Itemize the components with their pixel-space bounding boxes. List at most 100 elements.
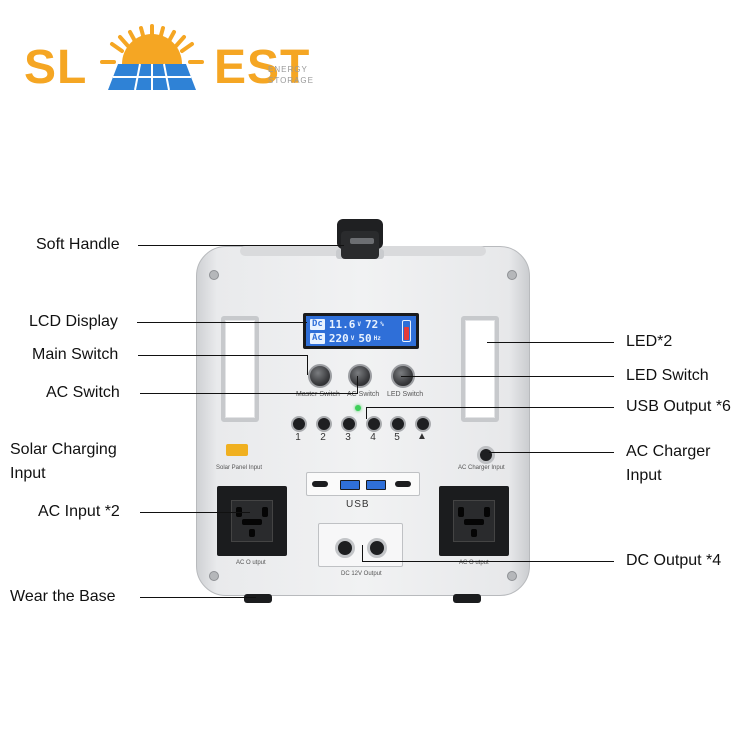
callout-solar-charging-line2: Input (10, 465, 46, 482)
callout-soft-handle: Soft Handle (36, 236, 120, 253)
leader-line (140, 597, 256, 598)
leader-line (137, 322, 307, 323)
socket-hole (249, 529, 255, 537)
leader-line (366, 407, 614, 408)
handle-grip (341, 231, 379, 259)
brand-logo: SL EST ENERGY STORAGE (20, 24, 340, 104)
solar-panel-input-label: Solar Panel Input (216, 465, 263, 471)
usb-button-5[interactable] (390, 416, 406, 432)
usb-button-2[interactable] (316, 416, 332, 432)
logo-subtitle-energy: ENERGY (268, 65, 308, 74)
screw (507, 571, 517, 581)
usb-panel-label: USB (346, 499, 370, 510)
lcd-frequency-unit: Hz (373, 335, 381, 342)
usb-indicator-led (355, 405, 361, 411)
usb-button-triangle-icon: ▲ (417, 431, 427, 442)
usb-c-port[interactable] (395, 481, 411, 487)
lcd-ac-row: Ac 220 V 50 Hz (310, 332, 385, 345)
lcd-dc-row: Dc 11.6 V 72 % (310, 318, 388, 331)
callout-ac-input: AC Input *2 (38, 503, 120, 520)
ac-charger-input-port[interactable] (477, 446, 495, 464)
socket-hole (471, 529, 477, 537)
socket-hole (484, 507, 490, 517)
battery-icon (402, 320, 411, 342)
callout-ac-charger-line1: AC Charger (626, 443, 711, 460)
leader-line (487, 342, 614, 343)
usb-button-number: 2 (320, 432, 326, 443)
usb-button-number: 1 (295, 432, 301, 443)
callout-led-switch: LED Switch (626, 367, 709, 384)
leader-line (362, 545, 363, 561)
usb-port-panel (306, 472, 420, 496)
base-foot-right (453, 594, 481, 603)
dc-output-panel (318, 523, 403, 567)
master-switch-label: Master Switch (296, 391, 340, 398)
callout-usb-output: USB Output *6 (626, 398, 731, 415)
leader-line (357, 376, 358, 393)
socket-hole (262, 507, 268, 517)
usb-a-port[interactable] (366, 480, 386, 490)
socket-face (231, 500, 273, 542)
led-light-right (461, 316, 499, 422)
leader-line (366, 407, 367, 419)
sun-solar-panel-icon (100, 24, 204, 91)
lcd-ac-tag: Ac (310, 333, 325, 344)
socket-face (453, 500, 495, 542)
usb-a-port[interactable] (340, 480, 360, 490)
master-switch-knob[interactable] (308, 364, 332, 388)
socket-hole (464, 519, 484, 525)
leader-line (138, 245, 344, 246)
lcd-display: Dc 11.6 V 72 % Ac 220 V 50 Hz (303, 313, 419, 349)
callout-main-switch: Main Switch (32, 346, 119, 363)
usb-button-4[interactable] (366, 416, 382, 432)
ac-charger-input-label: AC Charger Input (458, 465, 505, 471)
usb-button-1[interactable] (291, 416, 307, 432)
leader-line (489, 452, 614, 453)
usb-button-number: 5 (394, 432, 400, 443)
callout-wear-the-base: Wear the Base (10, 588, 116, 605)
solar-panel-input-port[interactable] (226, 444, 248, 456)
ac-output-label-left: AC O utput (236, 560, 266, 566)
callout-dc-output: DC Output *4 (626, 552, 722, 569)
lcd-percent-unit: % (380, 321, 384, 328)
socket-hole (458, 507, 464, 517)
led-switch-label: LED Switch (387, 391, 424, 398)
leader-line (140, 512, 250, 513)
lcd-dc-unit: V (357, 321, 361, 328)
handle-highlight (350, 238, 374, 244)
screw (209, 571, 219, 581)
leader-line (307, 355, 308, 375)
ac-output-label-right: AC O utput (459, 560, 489, 566)
usb-button-number: 4 (370, 432, 376, 443)
lcd-dc-percent: 72 (364, 318, 379, 331)
leader-line (140, 393, 358, 394)
usb-button-3[interactable] (341, 416, 357, 432)
leader-line (362, 561, 614, 562)
callout-led: LED*2 (626, 333, 673, 350)
logo-text-right: EST (214, 41, 311, 94)
usb-button-6[interactable] (415, 416, 431, 432)
callout-ac-charger-line2: Input (626, 467, 662, 484)
battery-level-fill (404, 327, 409, 340)
lcd-dc-voltage: 11.6 (328, 318, 356, 331)
base-foot-left (244, 594, 272, 603)
lcd-ac-frequency: 50 (358, 332, 372, 345)
socket-hole (242, 519, 262, 525)
dc-output-label: DC 12V Output (341, 571, 382, 577)
usb-c-port[interactable] (312, 481, 328, 487)
lcd-dc-tag: Dc (310, 319, 325, 330)
callout-solar-charging-line1: Solar Charging (10, 441, 117, 458)
dc-output-jack[interactable] (367, 538, 387, 558)
leader-line (401, 376, 614, 377)
ac-switch-knob[interactable] (348, 364, 372, 388)
dc-output-jack[interactable] (335, 538, 355, 558)
screw (507, 270, 517, 280)
ac-switch-label: AC Switch (347, 391, 380, 398)
leader-line (138, 355, 308, 356)
ac-output-socket-right[interactable] (439, 486, 509, 556)
ac-output-socket-left[interactable] (217, 486, 287, 556)
logo-subtitle-storage: STORAGE (268, 76, 314, 85)
screw (209, 270, 219, 280)
led-light-left (221, 316, 259, 422)
callout-lcd-display: LCD Display (29, 313, 118, 330)
